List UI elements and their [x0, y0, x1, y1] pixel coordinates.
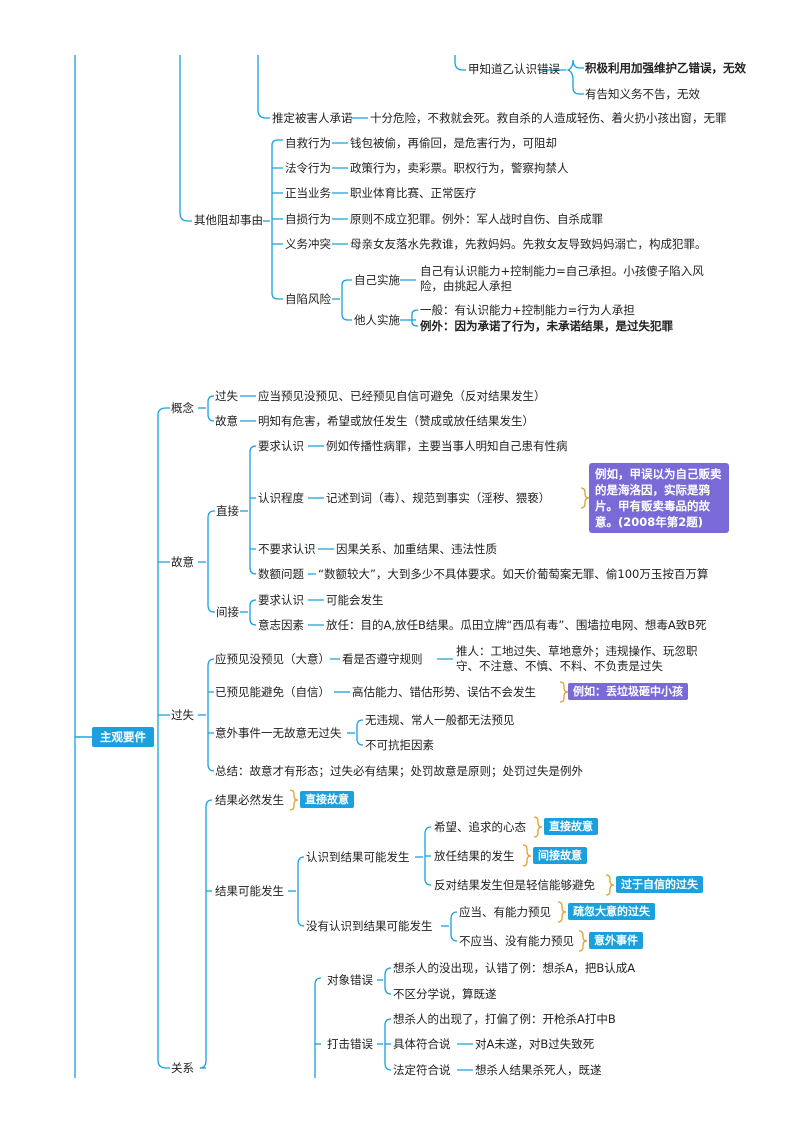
node-req-desc[interactable]: 例如传播性病罪，主要当事人明知自己患有性病	[326, 439, 568, 453]
node-other-b[interactable]: 例外：因为承诺了行为，未承诺结果，是过失犯罪	[420, 319, 673, 333]
node-self[interactable]: 自己实施	[354, 273, 400, 287]
node-obj-error[interactable]: 对象错误	[327, 973, 373, 987]
node-jia-b[interactable]: 有告知义务不告，无效	[585, 87, 700, 101]
node-guoshi-c[interactable]: 意外事件一无故意无过失	[215, 726, 342, 740]
node-guoshi-a-desc[interactable]: 推人：工地过失、草地意外；违规操作、玩忽职守、不注意、不慎、不料、不负责是过失	[456, 644, 698, 673]
node-guyi[interactable]: 故意	[171, 555, 194, 569]
node-ua1[interactable]: 应当、有能力预见	[459, 905, 551, 919]
node-degree-desc[interactable]: 记述到词（毒）、规范到事实（淫秽、猥亵）	[326, 491, 551, 505]
node-rel-maybe[interactable]: 结果可能发生	[215, 884, 284, 898]
node-self-desc[interactable]: 自己有认识能力+控制能力=自己承担。小孩傻子陷入风险，由挑起人承担	[420, 264, 704, 293]
node-will-desc[interactable]: 放任：目的A,放任B结果。瓜田立牌“西瓜有毒”、围墙拉电网、想毒A致B死	[326, 618, 707, 632]
node-hit2-desc[interactable]: 对A未遂，对B过失致死	[475, 1037, 595, 1051]
node-relation[interactable]: 关系	[171, 1061, 194, 1075]
node-degree[interactable]: 认识程度	[258, 491, 304, 505]
node-aw2[interactable]: 放任结果的发生	[434, 849, 515, 863]
node-jj-req[interactable]: 要求认识	[258, 593, 304, 607]
node-concept-guoshi-desc[interactable]: 应当预见没预见、已经预见自信可避免（反对结果发生）	[258, 389, 546, 403]
node-item-label[interactable]: 义务冲突	[285, 237, 331, 251]
tag-rel-must[interactable]: 直接故意	[300, 791, 354, 808]
node-item-desc[interactable]: 原则不成立犯罪。例外：军人战时自伤、自杀成罪	[350, 212, 603, 226]
node-jianjie[interactable]: 间接	[216, 605, 239, 619]
node-jia-a[interactable]: 积极利用加强维护乙错误，无效	[585, 61, 746, 75]
tag-guoshi-b-example[interactable]: 例如：丢垃圾砸中小孩	[568, 683, 688, 700]
node-item-label[interactable]: 法令行为	[285, 161, 331, 175]
node-concept-guoshi[interactable]: 过失	[215, 389, 238, 403]
node-rel-must[interactable]: 结果必然发生	[215, 793, 284, 807]
node-rel-unaware[interactable]: 没有认识到结果可能发生	[306, 919, 433, 933]
node-tuiding-desc[interactable]: 十分危险，不救就会死。救自杀的人造成轻伤、着火扔小孩出窗，无罪	[370, 111, 727, 125]
node-concept[interactable]: 概念	[171, 401, 194, 415]
node-item-desc[interactable]: 母亲女友落水先救谁，先救妈妈。先救女友导致妈妈溺亡，构成犯罪。	[350, 237, 707, 251]
tag-aw2[interactable]: 间接故意	[533, 847, 587, 864]
node-risk[interactable]: 自陷风险	[285, 292, 331, 306]
node-hit3[interactable]: 法定符合说	[393, 1063, 451, 1077]
node-jia-knows[interactable]: 甲知道乙认识错误	[468, 62, 560, 76]
node-concept-guyi-desc[interactable]: 明知有危害，希望或放任发生（赞成或放任结果发生）	[258, 414, 534, 428]
node-aw3[interactable]: 反对结果发生但是轻信能够避免	[434, 878, 595, 892]
node-hit-error[interactable]: 打击错误	[327, 1037, 373, 1051]
tag-aw3[interactable]: 过于自信的过失	[616, 876, 703, 893]
node-rel-aware[interactable]: 认识到结果可能发生	[306, 850, 410, 864]
node-hit3-desc[interactable]: 想杀人结果杀死人，既遂	[475, 1063, 602, 1077]
node-guoshi[interactable]: 过失	[171, 708, 194, 722]
node-other-blockers[interactable]: 其他阻却事由	[194, 213, 263, 227]
note-degree-example[interactable]: 例如，甲误以为自己贩卖的是海洛因，实际是鸦片。甲有贩卖毒品的故意。(2008年第…	[589, 463, 729, 533]
node-aw1[interactable]: 希望、追求的心态	[434, 820, 526, 834]
node-item-desc[interactable]: 政策行为，卖彩票。职权行为，警察拘禁人	[350, 161, 569, 175]
node-zhijie[interactable]: 直接	[216, 504, 239, 518]
node-guoshi-b[interactable]: 已预见能避免（自信）	[215, 685, 330, 699]
node-concept-guyi[interactable]: 故意	[215, 414, 238, 428]
node-amount-desc[interactable]: “数额较大”，大到多少不具体要求。如天价葡萄案无罪、偷100万玉按百万算	[318, 567, 709, 581]
node-item-desc[interactable]: 职业体育比赛、正常医疗	[350, 186, 477, 200]
node-obj2[interactable]: 不区分学说，算既遂	[393, 987, 497, 1001]
node-req[interactable]: 要求认识	[258, 439, 304, 453]
node-other-a[interactable]: 一般：有认识能力+控制能力=行为人承担	[420, 303, 635, 317]
node-item-label[interactable]: 自损行为	[285, 212, 331, 226]
tag-ua1[interactable]: 疏忽大意的过失	[568, 903, 655, 920]
node-other-do[interactable]: 他人实施	[354, 313, 400, 327]
tag-aw1[interactable]: 直接故意	[544, 818, 598, 835]
node-obj1[interactable]: 想杀人的没出现，认错了例：想杀A，把B认成A	[393, 961, 636, 975]
node-guoshi-summary[interactable]: 总结：故意才有形态；过失必有结果；处罚故意是原则；处罚过失是例外	[215, 764, 583, 778]
node-item-label[interactable]: 自救行为	[285, 136, 331, 150]
node-item-desc[interactable]: 钱包被偷，再偷回，是危害行为，可阻却	[350, 136, 557, 150]
tag-ua2[interactable]: 意外事件	[589, 932, 643, 949]
node-item-label[interactable]: 正当业务	[285, 186, 331, 200]
node-guoshi-c2[interactable]: 不可抗拒因素	[365, 738, 434, 752]
node-will[interactable]: 意志因素	[258, 618, 304, 632]
node-jj-req-desc[interactable]: 可能会发生	[326, 593, 384, 607]
node-guoshi-a[interactable]: 应预见没预见（大意）	[215, 652, 330, 666]
node-noreq[interactable]: 不要求认识	[258, 542, 316, 556]
node-ua2[interactable]: 不应当、没有能力预见	[459, 934, 574, 948]
node-guoshi-a-mid[interactable]: 看是否遵守规则	[342, 652, 423, 666]
root-node[interactable]: 主观要件	[92, 727, 154, 747]
node-tuiding[interactable]: 推定被害人承诺	[272, 111, 353, 125]
node-amount[interactable]: 数额问题	[258, 567, 304, 581]
node-guoshi-c1[interactable]: 无违规、常人一般都无法预见	[365, 713, 515, 727]
node-noreq-desc[interactable]: 因果关系、加重结果、违法性质	[336, 542, 497, 556]
node-hit1[interactable]: 想杀人的出现了，打偏了例：开枪杀A打中B	[393, 1012, 616, 1026]
node-guoshi-b-desc[interactable]: 高估能力、错估形势、误估不会发生	[352, 685, 536, 699]
node-hit2[interactable]: 具体符合说	[393, 1037, 451, 1051]
